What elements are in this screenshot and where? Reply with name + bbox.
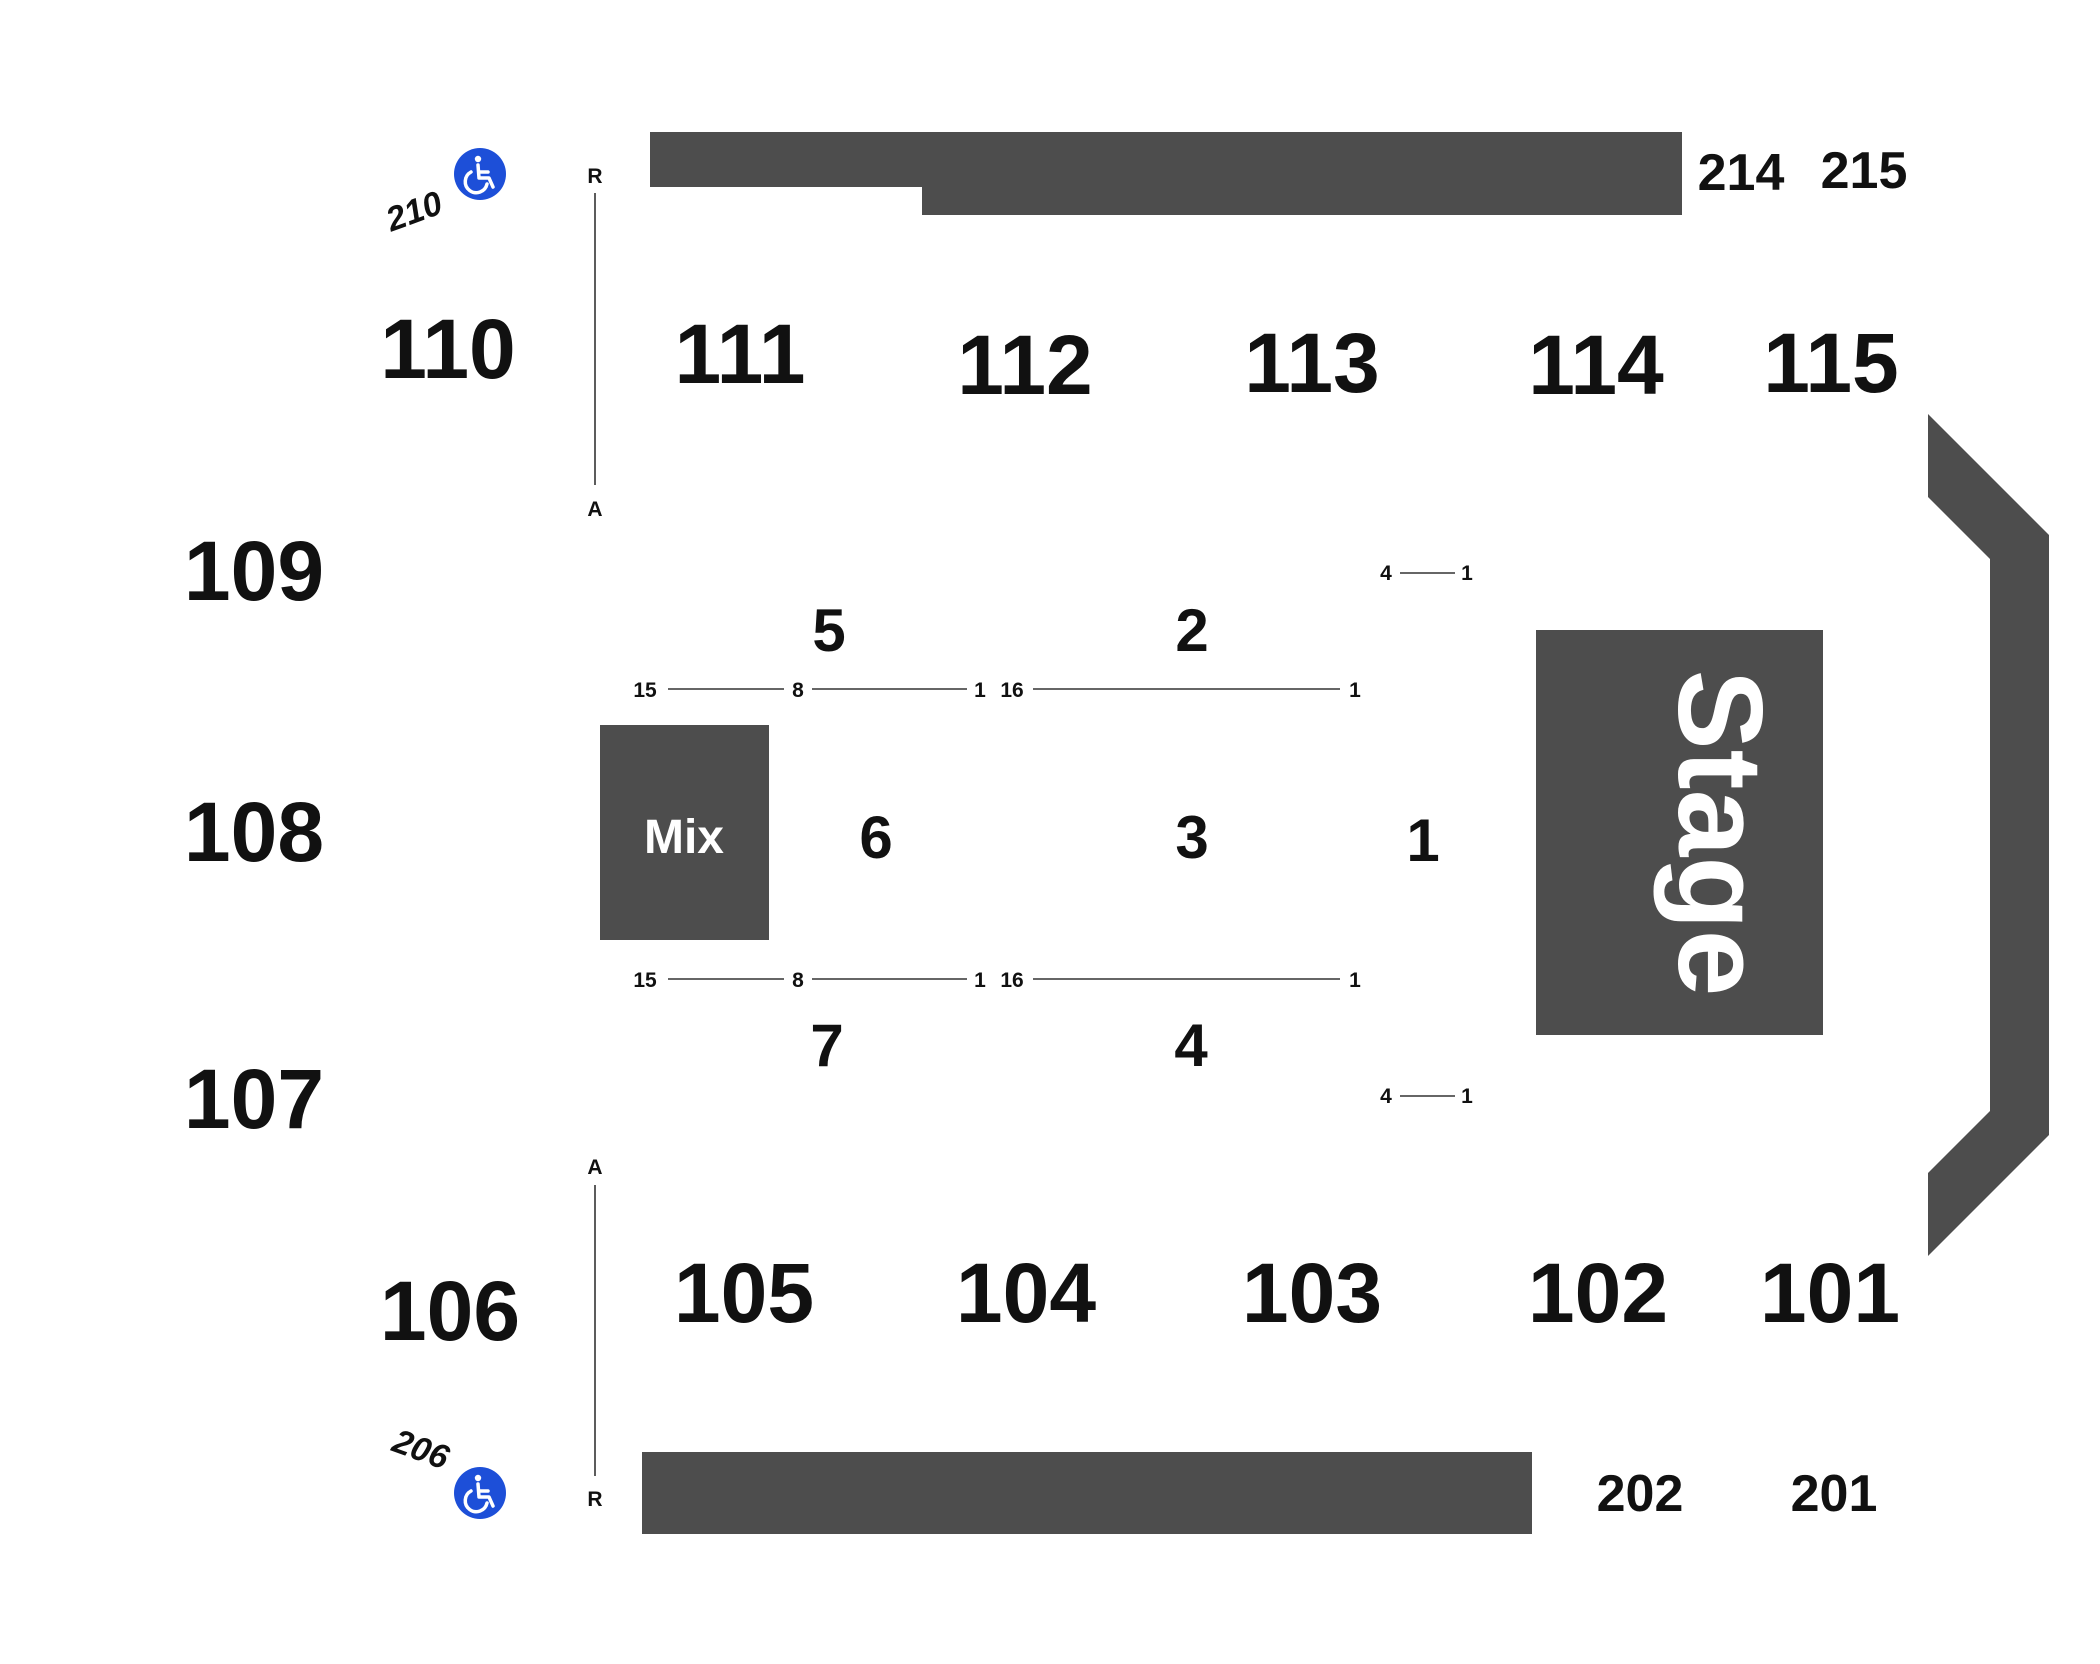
section-210[interactable]: 210 <box>380 184 447 239</box>
section-105[interactable]: 105 <box>674 1246 814 1340</box>
section-115[interactable]: 115 <box>1763 316 1899 410</box>
floor-section-7[interactable]: 7 <box>810 1012 843 1079</box>
upper-balcony-top <box>650 132 1682 215</box>
seat-label: 4 <box>1380 1085 1392 1108</box>
row-label-top-r: R <box>587 165 602 188</box>
seat-label: 1 <box>974 679 986 702</box>
wheelchair-icon <box>454 1467 506 1519</box>
floor-section-3[interactable]: 3 <box>1175 804 1208 871</box>
floor-section-2[interactable]: 2 <box>1175 597 1208 664</box>
mix-area: Mix <box>600 725 769 940</box>
section-112[interactable]: 112 <box>957 318 1093 412</box>
section-104[interactable]: 104 <box>956 1246 1096 1340</box>
row-label-bottom-a: A <box>587 1156 602 1179</box>
section-202[interactable]: 202 <box>1597 1465 1684 1523</box>
right-side-wall <box>1928 414 2049 1256</box>
seat-label: 8 <box>792 969 804 992</box>
section-103[interactable]: 103 <box>1242 1246 1382 1340</box>
seat-label: 16 <box>1000 679 1023 702</box>
seat-label: 1 <box>1461 562 1473 585</box>
wheelchair-icon <box>454 148 506 200</box>
seat-label: 1 <box>974 969 986 992</box>
row-label-top-a: A <box>587 498 602 521</box>
stage-label: Stage <box>1653 670 1787 997</box>
floor-section-6[interactable]: 6 <box>859 804 892 871</box>
section-206[interactable]: 206 <box>387 1422 455 1478</box>
row-label-bottom-r: R <box>587 1488 602 1511</box>
section-107[interactable]: 107 <box>184 1052 324 1146</box>
section-113[interactable]: 113 <box>1244 316 1380 410</box>
mix-label: Mix <box>644 811 724 864</box>
upper-balcony-bottom <box>642 1452 1532 1534</box>
seat-label: 1 <box>1461 1085 1473 1108</box>
floor-section-4[interactable]: 4 <box>1174 1012 1208 1079</box>
section-110[interactable]: 110 <box>380 302 516 396</box>
section-109[interactable]: 109 <box>184 524 324 618</box>
section-102[interactable]: 102 <box>1528 1246 1668 1340</box>
floor-section-1[interactable]: 1 <box>1406 807 1439 874</box>
section-101[interactable]: 101 <box>1760 1246 1900 1340</box>
section-108[interactable]: 108 <box>184 785 324 879</box>
stage-block <box>1536 630 1823 1035</box>
seat-label: 4 <box>1380 562 1392 585</box>
seat-label: 15 <box>633 679 657 702</box>
seat-label: 16 <box>1000 969 1023 992</box>
seat-label: 15 <box>633 969 657 992</box>
section-215[interactable]: 215 <box>1821 142 1908 200</box>
mix-block <box>600 725 769 940</box>
seat-label: 8 <box>792 679 804 702</box>
stage-area[interactable]: Stage <box>1536 630 1823 1035</box>
section-214[interactable]: 214 <box>1698 144 1785 202</box>
seat-label: 1 <box>1349 679 1361 702</box>
section-201[interactable]: 201 <box>1791 1465 1878 1523</box>
section-111[interactable]: 111 <box>675 307 806 401</box>
seat-label: 1 <box>1349 969 1361 992</box>
section-106[interactable]: 106 <box>380 1264 520 1358</box>
floor-section-5[interactable]: 5 <box>812 597 845 664</box>
section-114[interactable]: 114 <box>1528 318 1664 412</box>
